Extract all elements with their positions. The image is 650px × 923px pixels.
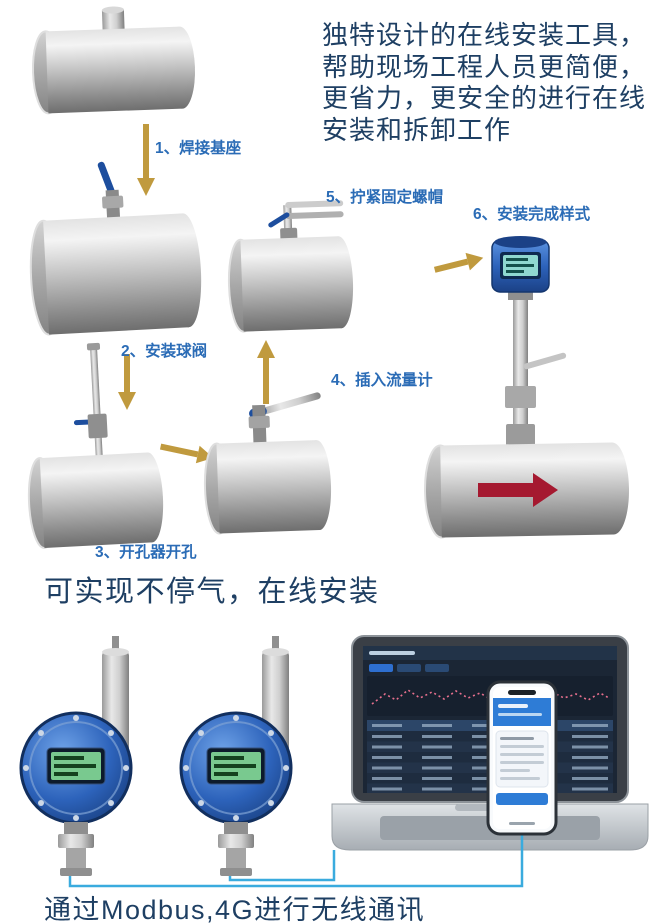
right-arrow-icon — [433, 252, 484, 273]
app-list — [495, 730, 549, 825]
hole-opener-icon — [73, 342, 108, 461]
up-arrow-icon — [257, 340, 275, 404]
smartphone-icon — [486, 680, 558, 836]
pipe-step4-insert-meter — [203, 392, 332, 535]
flow-meter-icon — [491, 236, 550, 300]
modbus-wires — [68, 834, 524, 888]
installed-flowmeter — [423, 236, 630, 539]
pipe-step3-hole-opener — [27, 342, 164, 549]
caption-wireless: 通过Modbus,4G进行无线通讯 — [44, 895, 426, 923]
gas-detector-icon — [179, 634, 293, 878]
pipe-step2-ball-valve — [29, 161, 202, 336]
step-label-6: 6、安装完成样式 — [473, 206, 591, 223]
caption-online-install: 可实现不停气，在线安装 — [44, 576, 380, 608]
flow-meter-stem — [505, 296, 567, 448]
step-label-1: 1、焊接基座 — [155, 140, 242, 157]
intro-text: 独特设计的在线安装工具， 帮助现场工程人员更简便， 更省力，更安全的进行在线安装… — [322, 20, 647, 146]
down-arrow-icon — [118, 354, 136, 410]
step-label-4: 4、插入流量计 — [331, 372, 433, 389]
valve-lever-icon — [248, 392, 321, 448]
communication-scene — [19, 634, 649, 888]
installation-diagram — [27, 6, 630, 549]
flow-direction-arrow-icon — [478, 473, 558, 507]
step-label-2: 2、安装球阀 — [121, 343, 208, 360]
down-arrow-icon — [137, 124, 155, 196]
gas-detector-icon — [19, 634, 133, 878]
step-label-5: 5、拧紧固定螺帽 — [326, 189, 444, 206]
pipe-step5-tighten — [227, 200, 354, 333]
step-label-3: 3、开孔器开孔 — [95, 544, 197, 561]
ball-valve-icon — [97, 161, 124, 223]
pipe-step1-weld-base — [31, 6, 196, 115]
wrench-icon — [268, 200, 344, 248]
